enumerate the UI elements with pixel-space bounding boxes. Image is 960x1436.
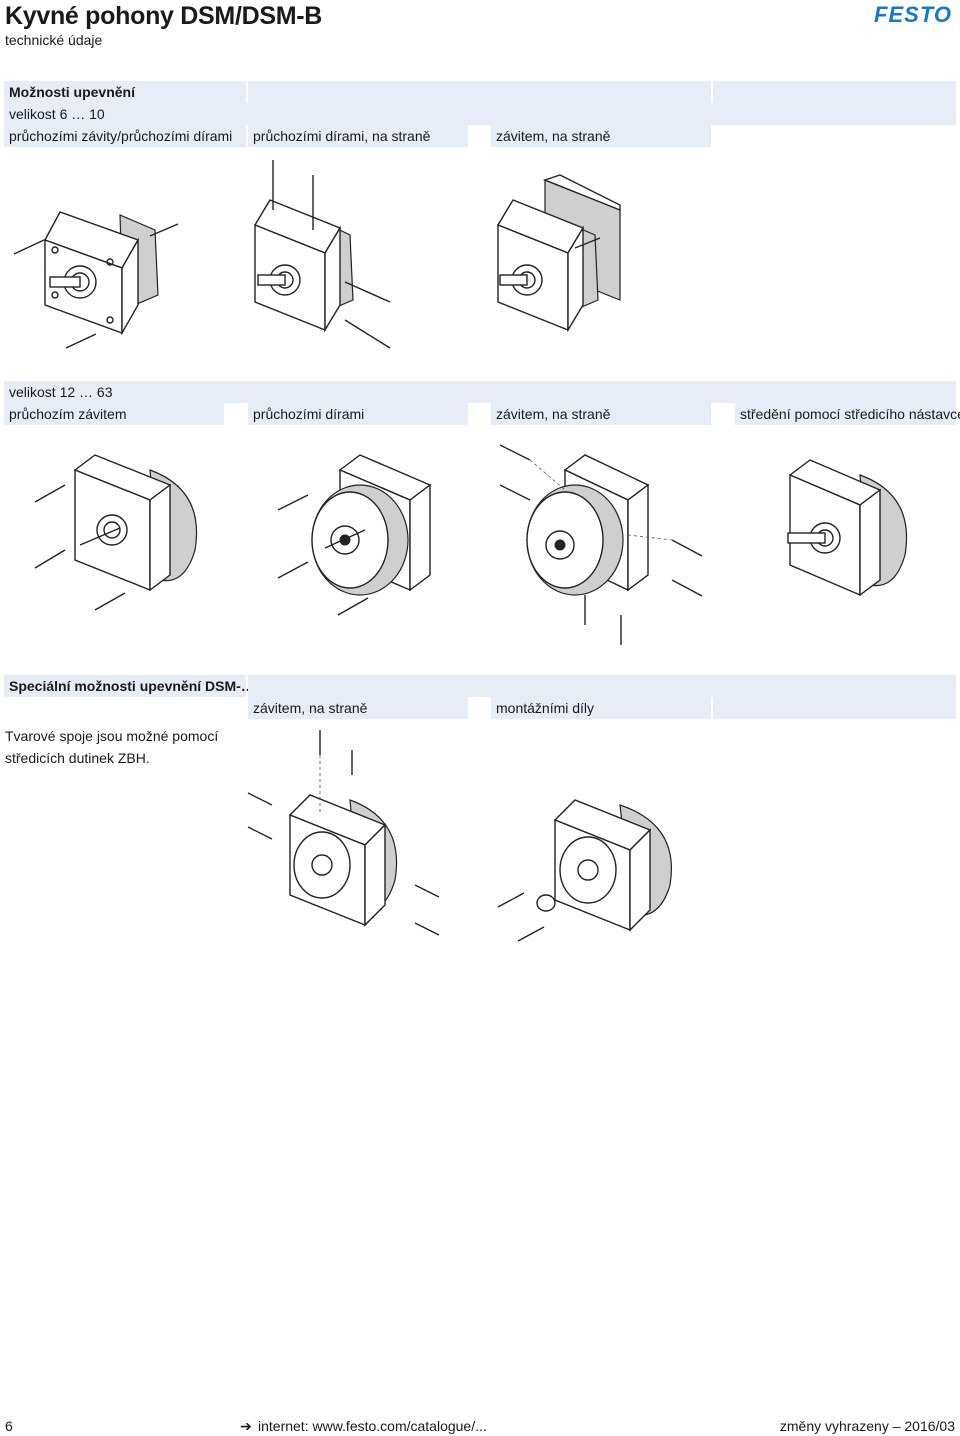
page-number: 6	[5, 1418, 13, 1434]
section1-col-1: průchozími závity/průchozími dírami	[4, 125, 246, 147]
page-subtitle: technické údaje	[5, 32, 103, 48]
section3-col-1: závitem, na straně	[248, 697, 468, 719]
section2-size-label: velikost 12 … 63	[4, 381, 956, 403]
section1-band-filler	[248, 81, 711, 103]
section1-band-filler-2	[713, 81, 956, 103]
swivel-drive-through-bolts-figure	[13, 211, 179, 349]
swivel-drive-side-thread-figure	[496, 174, 621, 333]
section1-col-2: průchozími dírami, na straně	[248, 125, 468, 147]
section3-illustrations	[247, 730, 672, 942]
swivel-drive-side-holes-figure	[253, 160, 391, 349]
swivel-drive-centering-figure	[787, 459, 908, 597]
section3-note-line-2: středicích dutinek ZBH.	[5, 750, 150, 766]
swivel-drive-hd-side-thread-figure	[247, 730, 440, 936]
section2-col-1: průchozím závitem	[4, 403, 224, 425]
swivel-drive-side-thread-large-figure	[499, 444, 703, 645]
catalogue-link[interactable]: internet: www.festo.com/catalogue/...	[258, 1418, 487, 1434]
section3-band-filler	[248, 675, 956, 697]
page-title: Kyvné pohony DSM/DSM-B	[5, 2, 323, 30]
festo-logo: FESTO	[874, 2, 952, 27]
section3-heading: Speciální možnosti upevnění DSM-…-HD	[4, 675, 280, 697]
section2-col-3: závitem, na straně	[491, 403, 711, 425]
swivel-drive-through-thread-figure	[34, 454, 198, 611]
section3-col-2: montážními díly	[491, 697, 711, 719]
section2-col-4: středění pomocí středicího nástavce	[735, 403, 960, 425]
section1-heading: Možnosti upevnění	[4, 81, 246, 103]
section1-illustrations	[13, 160, 621, 349]
right-arrow-icon: ➔	[240, 1418, 252, 1434]
section3-band-filler-2	[713, 697, 956, 719]
section3-note-line-1: Tvarové spoje jsou možné pomocí	[5, 728, 219, 744]
section2-col-2: průchozími dírami	[248, 403, 468, 425]
section2-illustrations	[34, 444, 908, 645]
swivel-drive-hd-mounting-parts-figure	[497, 799, 672, 942]
section1-col-3: závitem, na straně	[491, 125, 711, 147]
swivel-drive-through-holes-figure	[277, 454, 432, 616]
changes-reserved-note: změny vyhrazeny – 2016/03	[779, 1418, 955, 1434]
section1-size-label: velikost 6 … 10	[4, 103, 956, 125]
